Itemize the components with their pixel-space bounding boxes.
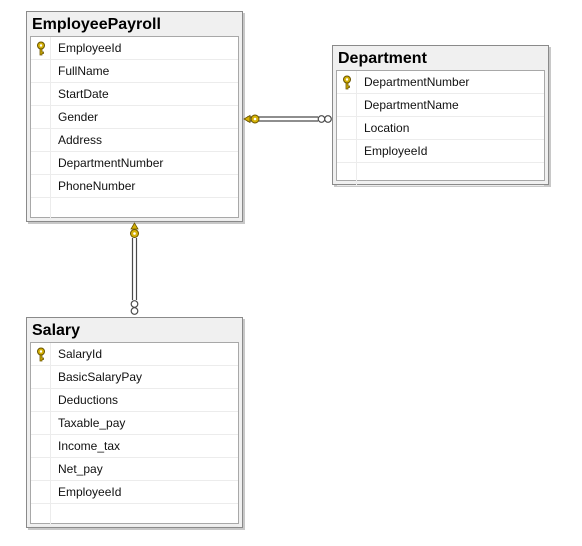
column-row[interactable]: Gender xyxy=(31,106,238,129)
column-row[interactable]: Taxable_pay xyxy=(31,412,238,435)
key-icon xyxy=(37,41,45,56)
column-row[interactable]: EmployeeId xyxy=(337,140,544,163)
column-label: Location xyxy=(364,121,410,135)
column-row[interactable]: BasicSalaryPay xyxy=(31,366,238,389)
relationship-payroll-salary[interactable] xyxy=(130,222,139,315)
column-label: Gender xyxy=(58,110,99,124)
column-row[interactable]: Location xyxy=(337,117,544,140)
column-row[interactable]: DepartmentNumber xyxy=(31,152,238,175)
column-label: FullName xyxy=(58,64,110,78)
table-title[interactable]: Department xyxy=(338,50,427,67)
table-title[interactable]: Salary xyxy=(32,322,81,339)
column-label: BasicSalaryPay xyxy=(58,370,143,384)
table-employee-payroll[interactable]: EmployeePayroll EmployeeId FullName Star… xyxy=(26,11,243,222)
column-list: DepartmentNumber DepartmentName Location… xyxy=(336,70,545,186)
column-list: SalaryId BasicSalaryPay Deductions Taxab… xyxy=(30,342,239,527)
column-row[interactable]: StartDate xyxy=(31,83,238,106)
column-label: PhoneNumber xyxy=(58,179,136,193)
column-row[interactable]: EmployeeId xyxy=(31,37,238,60)
column-row[interactable]: SalaryId xyxy=(31,343,238,366)
column-row[interactable]: Income_tax xyxy=(31,435,238,458)
relationship-payroll-department[interactable] xyxy=(243,114,332,124)
table-salary[interactable]: Salary SalaryId BasicSalaryPay Deduction… xyxy=(26,317,243,528)
infinity-end-icon xyxy=(130,300,139,315)
key-end-icon xyxy=(130,222,139,238)
column-label: Deductions xyxy=(58,393,119,407)
new-column-row[interactable] xyxy=(31,198,238,221)
column-row[interactable]: FullName xyxy=(31,60,238,83)
column-row[interactable]: Deductions xyxy=(31,389,238,412)
column-label: DepartmentNumber xyxy=(364,75,470,89)
column-row[interactable]: Address xyxy=(31,129,238,152)
column-label: EmployeeId xyxy=(58,485,122,499)
column-list: EmployeeId FullName StartDate Gender Add… xyxy=(30,36,239,221)
column-label: Net_pay xyxy=(58,462,103,476)
table-title[interactable]: EmployeePayroll xyxy=(32,16,161,33)
infinity-end-icon xyxy=(317,115,332,123)
column-row[interactable]: DepartmentNumber xyxy=(337,71,544,94)
key-icon xyxy=(343,75,351,90)
column-row[interactable]: EmployeeId xyxy=(31,481,238,504)
column-label: SalaryId xyxy=(58,347,103,361)
column-label: EmployeeId xyxy=(364,144,428,158)
column-label: Address xyxy=(58,133,103,147)
column-row[interactable]: DepartmentName xyxy=(337,94,544,117)
column-label: Income_tax xyxy=(58,439,121,453)
key-icon xyxy=(37,347,45,362)
new-column-row[interactable] xyxy=(31,504,238,527)
key-end-icon xyxy=(243,114,260,124)
column-label: EmployeeId xyxy=(58,41,122,55)
table-department[interactable]: Department DepartmentNumber DepartmentNa… xyxy=(332,45,549,186)
column-label: DepartmentNumber xyxy=(58,156,164,170)
column-row[interactable]: PhoneNumber xyxy=(31,175,238,198)
column-row[interactable]: Net_pay xyxy=(31,458,238,481)
new-column-row[interactable] xyxy=(337,163,544,186)
column-label: Taxable_pay xyxy=(58,416,126,430)
column-label: DepartmentName xyxy=(364,98,459,112)
column-label: StartDate xyxy=(58,87,109,101)
